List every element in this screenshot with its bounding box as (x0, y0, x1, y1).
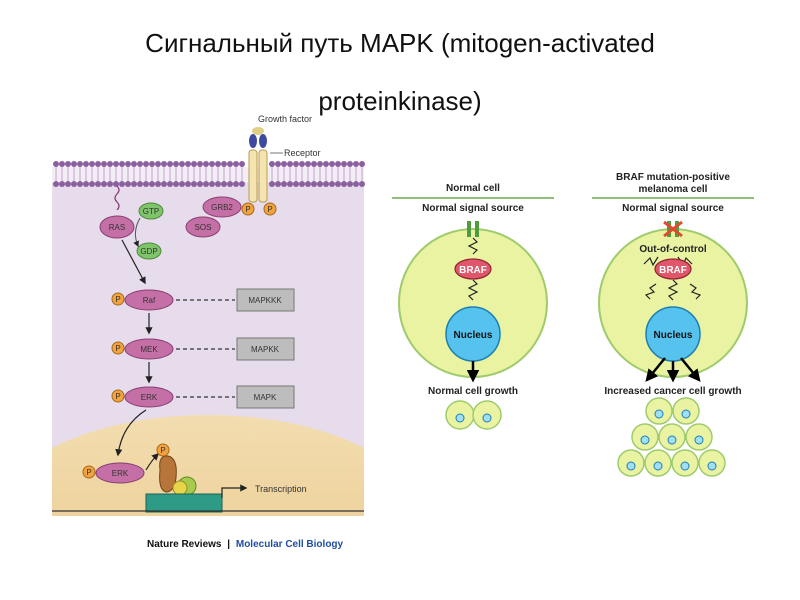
svg-text:SOS: SOS (195, 223, 212, 232)
raf-protein: P Raf (111, 289, 174, 311)
nucleus-region (52, 415, 364, 516)
gdp-molecule: GDP (136, 242, 162, 260)
credit-separator: | (227, 539, 230, 550)
cancer-cell-cluster (617, 397, 726, 477)
mapk-box: MAPK (236, 385, 295, 409)
svg-text:P: P (86, 468, 91, 477)
transcription-factor-complex: P (156, 443, 197, 496)
svg-text:Nucleus: Nucleus (654, 330, 693, 341)
svg-text:P: P (267, 205, 272, 214)
gtp-molecule: GTP (138, 202, 164, 220)
transcription-arrow (221, 484, 248, 498)
svg-text:BRAF: BRAF (459, 265, 487, 276)
svg-text:Nucleus: Nucleus (454, 330, 493, 341)
svg-text:BRAF: BRAF (659, 265, 687, 276)
svg-text:P: P (115, 344, 120, 353)
mapkk-box: MAPKK (236, 337, 295, 361)
ras-anchor (114, 185, 120, 211)
mutant-braf: BRAF (643, 256, 693, 280)
mapkkk-box: MAPKKK (236, 288, 295, 312)
slide-title-line-1: Сигнальный путь MAPK (mitogen-activated (145, 28, 655, 58)
ras-protein: RAS (99, 215, 135, 239)
erk-translocation-arrow (115, 409, 147, 457)
svg-text:P: P (115, 295, 120, 304)
normal-cell-panel: Normal cell Normal signal source BRAF Nu… (392, 183, 554, 430)
receptor (248, 127, 268, 203)
growth-factor-label: Growth factor (258, 114, 312, 124)
ras-to-raf-arrow (121, 239, 146, 285)
normal-signal-source: Normal signal source (422, 203, 524, 214)
svg-text:MEK: MEK (140, 345, 158, 354)
increased-growth-label: Increased cancer cell growth (604, 386, 741, 397)
erk-to-tf-arrow (145, 452, 160, 471)
out-of-control-label: Out-of-control (639, 244, 706, 255)
credit-section: Molecular Cell Biology (236, 539, 344, 550)
mutant-header-line-1: BRAF mutation-positive (616, 172, 730, 183)
mutant-cell-panel: BRAF mutation-positive melanoma cell Nor… (592, 172, 754, 477)
erk-protein: P ERK (111, 386, 174, 408)
normal-growth-label: Normal cell growth (428, 386, 518, 397)
mutant-header-line-2: melanoma cell (639, 184, 708, 195)
svg-text:ERK: ERK (141, 393, 158, 402)
receptor-phospho-2: P (263, 202, 277, 216)
figure-credit: Nature Reviews | Molecular Cell Biology (147, 539, 344, 550)
nuclear-erk: P ERK (82, 462, 145, 484)
slide-title-line-2: proteinkinase) (318, 86, 482, 116)
normal-daughter-cells (445, 400, 502, 430)
normal-braf: BRAF (454, 258, 492, 280)
mutant-zigzag-left (644, 283, 657, 300)
mek-protein: P MEK (111, 338, 174, 360)
gtp-gdp-arrow (133, 217, 141, 248)
svg-text:GRB2: GRB2 (211, 203, 233, 212)
receptor-label: Receptor (284, 148, 321, 158)
dna-strand (145, 493, 223, 513)
mutant-signal-source: Normal signal source (622, 203, 724, 214)
sos-protein: SOS (185, 216, 221, 238)
svg-text:RAS: RAS (109, 223, 125, 232)
svg-text:ERK: ERK (112, 469, 129, 478)
svg-text:GDP: GDP (140, 247, 157, 256)
mutant-nucleus: Nucleus (645, 306, 701, 362)
normal-nucleus: Nucleus (445, 306, 501, 362)
mutant-zigzag-center (667, 279, 679, 301)
svg-text:Raf: Raf (143, 296, 156, 305)
blocked-receptor (663, 220, 683, 238)
svg-text:MAPKKK: MAPKKK (248, 296, 282, 305)
svg-text:MAPK: MAPK (254, 393, 277, 402)
svg-text:P: P (115, 392, 120, 401)
mutant-zigzag-right (689, 283, 702, 300)
cell-membrane (52, 161, 365, 187)
grb2-protein: GRB2 (202, 196, 242, 218)
credit-journal: Nature Reviews (147, 539, 222, 550)
svg-text:MAPKK: MAPKK (251, 345, 280, 354)
mapk-pathway-panel: Growth factor Receptor P P GRB2 SOS RAS (52, 114, 365, 550)
svg-text:P: P (160, 446, 165, 455)
normal-cell-header: Normal cell (446, 183, 500, 194)
svg-text:GTP: GTP (143, 207, 159, 216)
receptor-phospho-1: P (241, 202, 255, 216)
svg-text:P: P (245, 205, 250, 214)
normal-receptor (467, 221, 479, 237)
transcription-label: Transcription (255, 484, 307, 494)
